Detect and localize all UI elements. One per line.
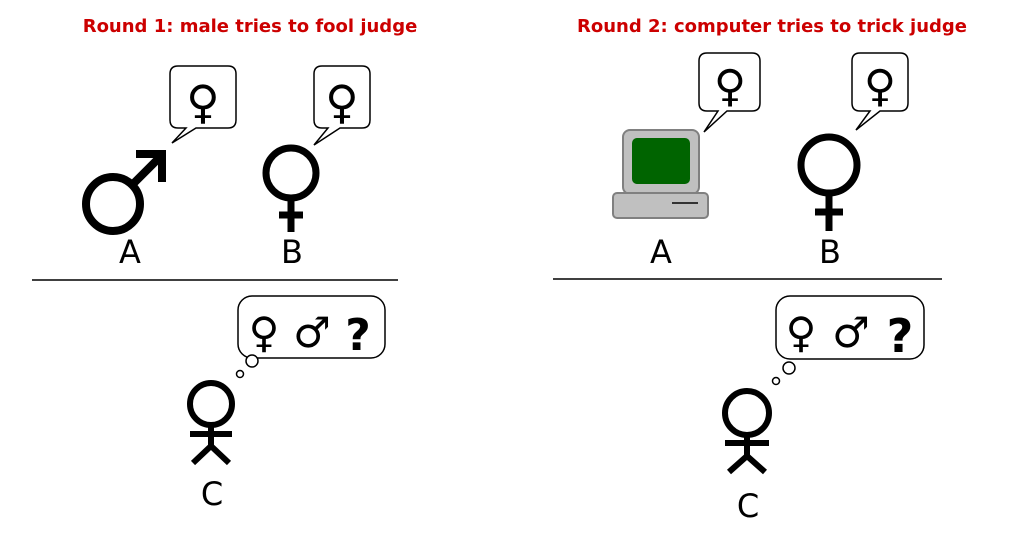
- round-1-title: Round 1: male tries to fool judge: [83, 16, 418, 37]
- thought-female-glyph: ♀: [249, 308, 280, 357]
- round-2-title: Round 2: computer tries to trick judge: [577, 16, 967, 37]
- participant-b-speech-bubble: ♀: [313, 65, 371, 146]
- judge-stick-figure-icon: [187, 380, 235, 466]
- thought-male-glyph: ♂: [832, 308, 870, 357]
- participant-b-label: B: [281, 233, 303, 271]
- participant-b-speech-bubble: ♀: [851, 52, 909, 131]
- thought-question-mark: ?: [345, 310, 371, 361]
- thought-female-glyph: ♀: [786, 308, 817, 357]
- thought-male-glyph: ♂: [293, 308, 331, 357]
- participant-b-female-icon: [797, 133, 861, 231]
- bubble-a-female-glyph: ♀: [186, 75, 220, 129]
- participant-a-male-icon: [82, 150, 166, 235]
- judge-thought-bubble: ♀ ♂ ?: [771, 295, 925, 386]
- judge-thought-bubble: ♀ ♂ ?: [235, 295, 386, 379]
- participant-a-label: A: [650, 233, 672, 271]
- participant-b-label: B: [819, 233, 841, 271]
- bubble-b-female-glyph: ♀: [864, 61, 896, 112]
- bubble-a-female-glyph: ♀: [714, 61, 746, 112]
- bubble-b-female-glyph: ♀: [325, 75, 359, 129]
- judge-label: C: [201, 475, 223, 513]
- participant-a-computer-icon: [612, 129, 709, 219]
- judge-stick-figure-icon: [722, 388, 772, 475]
- participant-b-female-icon: [262, 144, 320, 232]
- participant-a-label: A: [119, 233, 141, 271]
- participant-a-speech-bubble: ♀: [169, 65, 237, 144]
- judge-label: C: [737, 487, 759, 525]
- round-2-panel: Round 2: computer tries to trick judge A…: [553, 16, 967, 525]
- participant-a-speech-bubble: ♀: [698, 52, 761, 133]
- round-1-panel: Round 1: male tries to fool judge A ♀ B …: [32, 16, 417, 513]
- thought-question-mark: ?: [887, 309, 914, 363]
